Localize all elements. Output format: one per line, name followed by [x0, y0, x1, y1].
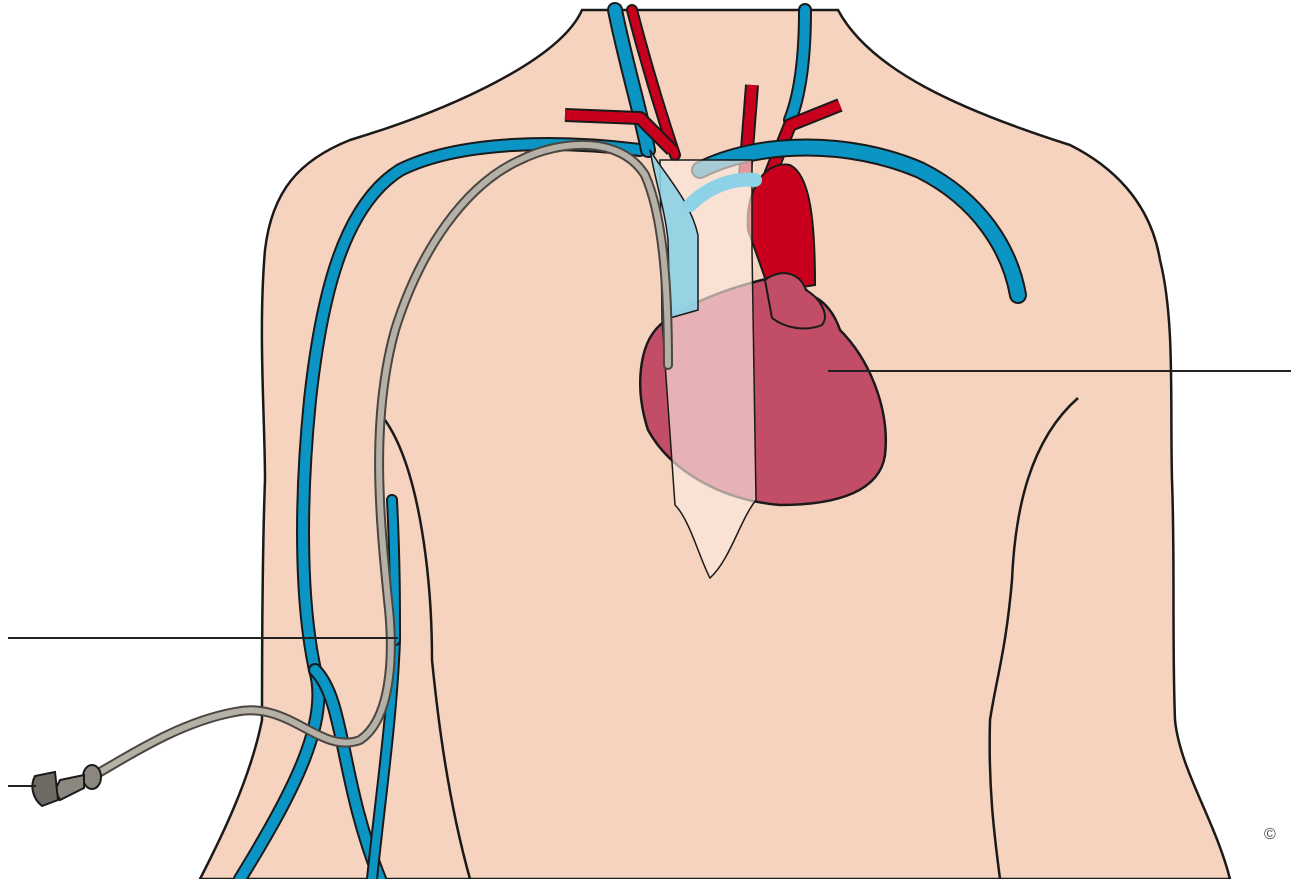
catheter-hub: [32, 765, 101, 806]
copyright-mark: ©: [1264, 826, 1276, 844]
